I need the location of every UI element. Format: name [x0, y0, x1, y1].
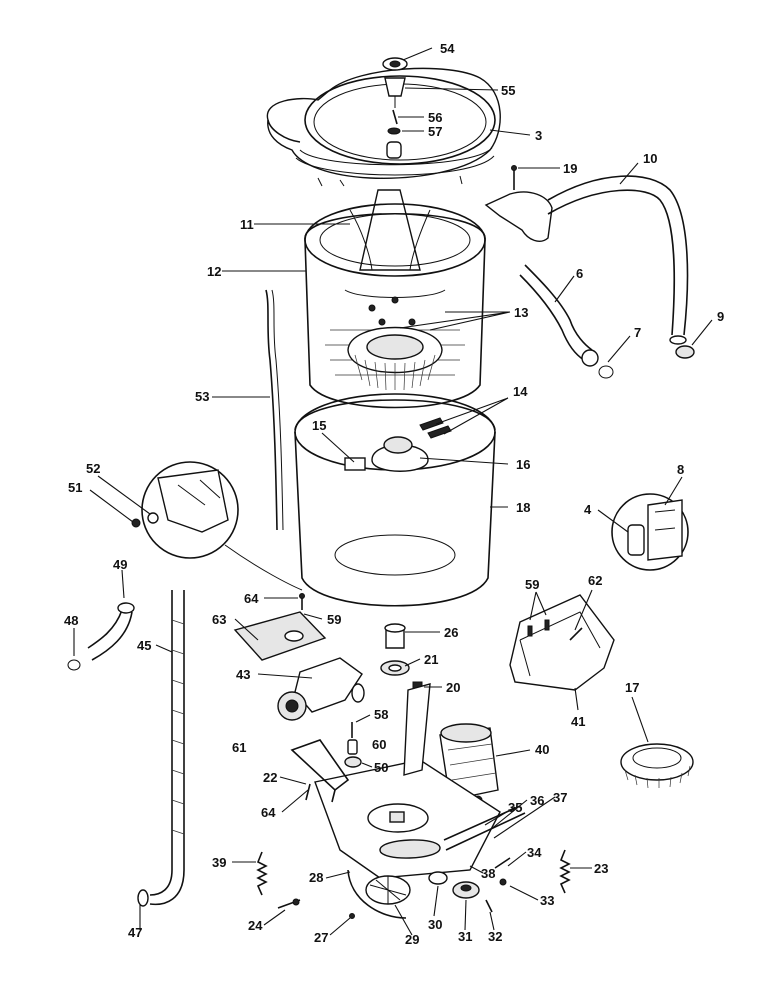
hoses-upper — [484, 165, 695, 379]
callout-57: 57 — [428, 124, 442, 139]
drive-pulley-and-springs — [256, 805, 571, 919]
detail-inset-bracket — [131, 461, 303, 591]
callout-41: 41 — [571, 714, 585, 729]
callout-18: 18 — [516, 500, 530, 515]
coupling-and-seal — [380, 623, 423, 693]
outer-tub-assembly — [294, 393, 496, 607]
clutch-ring — [620, 743, 694, 789]
callout-32: 32 — [488, 929, 502, 944]
callout-59-top: 59 — [525, 577, 539, 592]
leader-lines — [73, 47, 713, 936]
callout-27: 27 — [314, 930, 328, 945]
callout-43: 43 — [236, 667, 250, 682]
callout-51: 51 — [68, 480, 82, 495]
callout-47: 47 — [128, 925, 142, 940]
callout-56: 56 — [428, 110, 442, 125]
callout-23: 23 — [594, 861, 608, 876]
callout-labels: 54 55 56 57 3 19 10 11 12 6 13 9 7 53 14… — [64, 41, 724, 947]
callout-12: 12 — [207, 264, 221, 279]
callout-58: 58 — [374, 707, 388, 722]
callout-10: 10 — [643, 151, 657, 166]
callout-20: 20 — [446, 680, 460, 695]
callout-4: 4 — [584, 502, 592, 517]
callout-3: 3 — [535, 128, 542, 143]
callout-45: 45 — [137, 638, 151, 653]
callout-19: 19 — [563, 161, 577, 176]
callout-34: 34 — [527, 845, 542, 860]
callout-21: 21 — [424, 652, 438, 667]
callout-49: 49 — [113, 557, 127, 572]
callout-30: 30 — [428, 917, 442, 932]
callout-8: 8 — [677, 462, 684, 477]
callout-15: 15 — [312, 418, 326, 433]
access-panel — [509, 594, 615, 691]
callout-33: 33 — [540, 893, 554, 908]
callout-52: 52 — [86, 461, 100, 476]
callout-13: 13 — [514, 305, 528, 320]
callout-16: 16 — [516, 457, 530, 472]
callout-61: 61 — [232, 740, 246, 755]
callout-48: 48 — [64, 613, 78, 628]
callout-6: 6 — [576, 266, 583, 281]
callout-63: 63 — [212, 612, 226, 627]
top-cover-assembly — [266, 57, 501, 187]
callout-17: 17 — [625, 680, 639, 695]
callout-40: 40 — [535, 742, 549, 757]
pressure-switch — [611, 493, 689, 571]
base-frame — [290, 683, 501, 879]
callout-36: 36 — [530, 793, 544, 808]
callout-24: 24 — [248, 918, 263, 933]
callout-64-top: 64 — [244, 591, 259, 606]
callout-38: 38 — [481, 866, 495, 881]
callout-9: 9 — [717, 309, 724, 324]
callout-59-bottom: 59 — [327, 612, 341, 627]
callout-22: 22 — [263, 770, 277, 785]
callout-11: 11 — [240, 217, 254, 232]
callout-37: 37 — [553, 790, 567, 805]
pump-assembly — [233, 593, 365, 721]
callout-60: 60 — [372, 737, 386, 752]
callout-7: 7 — [634, 325, 641, 340]
agitator-and-basket — [304, 189, 486, 409]
callout-31: 31 — [458, 929, 472, 944]
callout-50: 50 — [374, 760, 388, 775]
suspension-rod — [265, 289, 284, 531]
callout-53: 53 — [195, 389, 209, 404]
drain-hoses — [67, 590, 185, 907]
callout-35: 35 — [508, 800, 522, 815]
callout-39: 39 — [212, 855, 226, 870]
callout-55: 55 — [501, 83, 515, 98]
callout-26: 26 — [444, 625, 458, 640]
callout-54: 54 — [440, 41, 455, 56]
callout-29: 29 — [405, 932, 419, 947]
callout-28: 28 — [309, 870, 323, 885]
callout-62: 62 — [588, 573, 602, 588]
callout-14: 14 — [513, 384, 528, 399]
callout-64-bottom: 64 — [261, 805, 276, 820]
